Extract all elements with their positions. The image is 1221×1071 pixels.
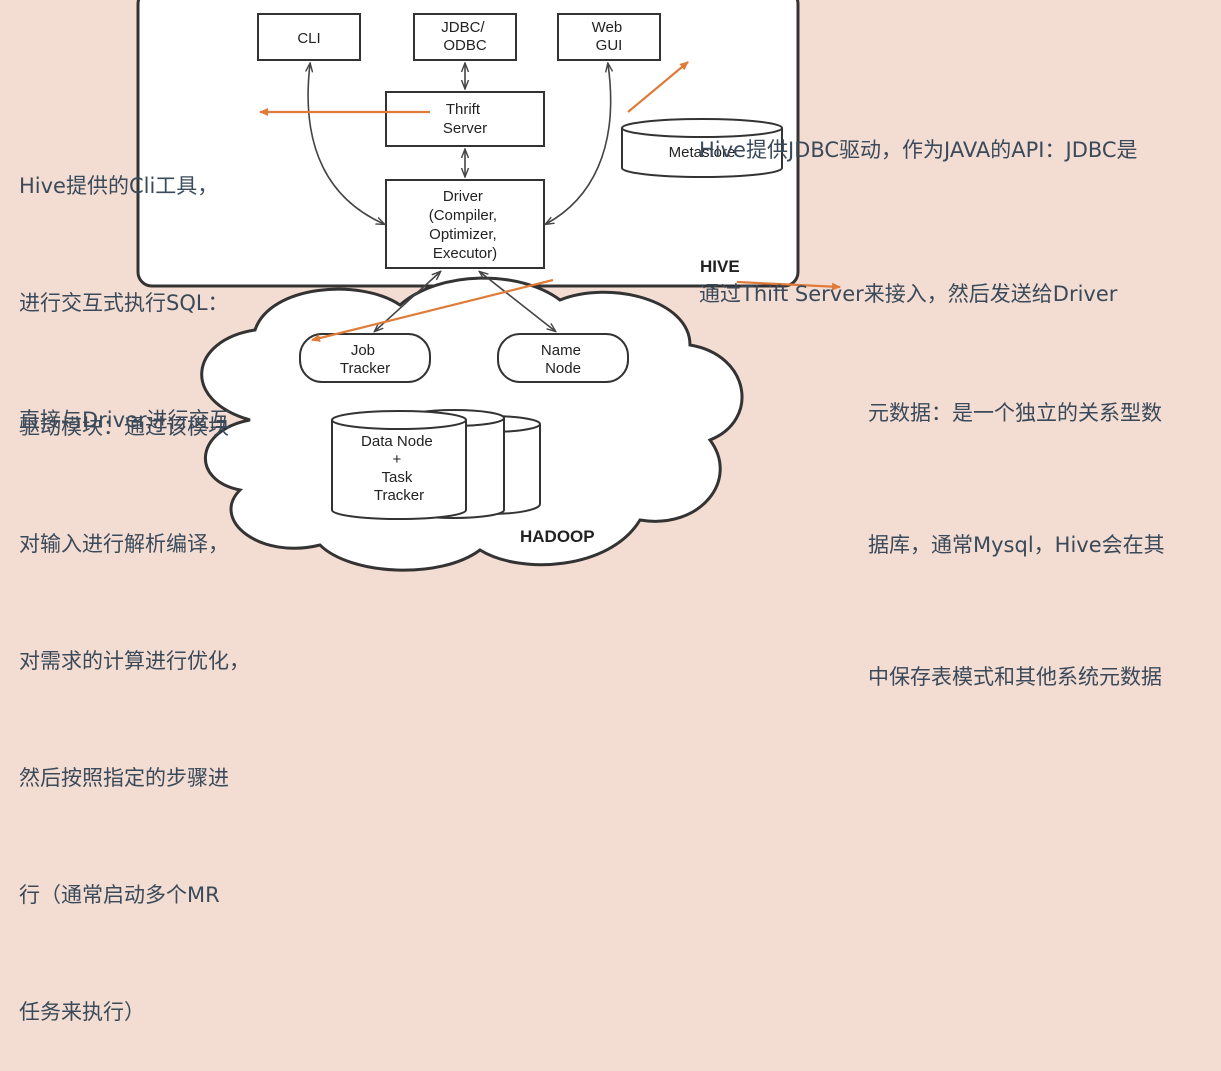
driver-namenode-connector [480, 272, 555, 331]
cli-annotation: Hive提供的Cli工具， 进行交互式执行SQL： 直接与Driver进行交互 [19, 174, 231, 432]
driver-annotation: 驱动模块：通过该模块 对输入进行解析编译， 对需求的计算进行优化， 然后按照指定… [19, 415, 250, 1024]
cli-driver-connector [308, 64, 384, 224]
driver-annotation-arrow [311, 278, 554, 342]
thrift-server-box-label: Thrift Server [443, 101, 487, 137]
name-node-label: Name Node [541, 342, 585, 377]
metastore-cylinder: Metastore [621, 118, 783, 178]
jdbc-odbc-box [413, 13, 517, 61]
jdbc-annotation: Hive提供JDBC驱动，作为JAVA的API：JDBC是 通过Thift Se… [699, 138, 1138, 306]
hive-label: HIVE [700, 257, 740, 276]
data-node-stack: Data Node + Task Tracker [331, 409, 541, 520]
cli-box [257, 13, 361, 61]
driver-box-label: Driver (Compiler, Optimizer, Executor) [429, 188, 502, 262]
web-gui-box [557, 13, 661, 61]
hadoop-label: HADOOP [520, 527, 595, 546]
job-tracker-label: Job Tracker [340, 342, 390, 377]
metastore-annotation-arrow [736, 280, 841, 291]
jdbc-odbc-box-label: JDBC/ ODBC [441, 19, 489, 54]
name-node-box [497, 333, 629, 383]
metastore-annotation: 元数据：是一个独立的关系型数 据库，通常Mysql，Hive会在其 中保存表模式… [868, 401, 1165, 689]
cli-box-label: CLI [297, 30, 320, 47]
job-tracker-box [299, 333, 431, 383]
web-gui-box-label: Web GUI [592, 19, 627, 54]
metastore-label: Metastore [669, 144, 736, 161]
hive-architecture-diagram: HIVE CLI JDBC/ ODBC Web GUI Thrift Serve… [136, 0, 841, 572]
data-node-label: Data Node + Task Tracker [361, 433, 437, 504]
jdbc-annotation-arrow [627, 61, 689, 113]
webgui-driver-connector [546, 64, 611, 224]
